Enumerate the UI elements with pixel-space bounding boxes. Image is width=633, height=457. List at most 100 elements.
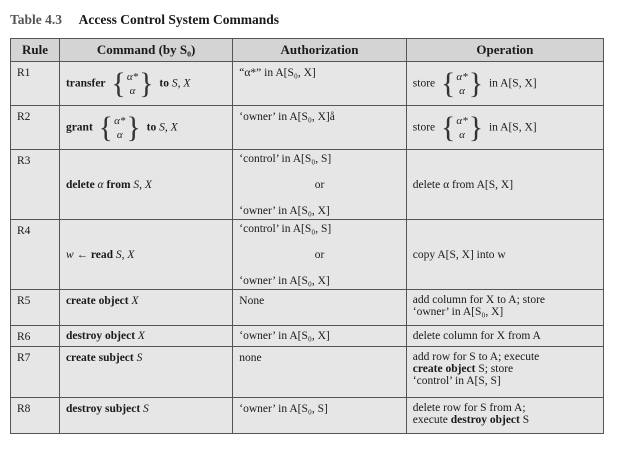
- authorization-cell: none: [232, 346, 407, 398]
- command-args: S, X: [171, 77, 191, 90]
- op-prefix: store: [412, 77, 436, 90]
- command-keyword: delete: [65, 178, 95, 191]
- rule-id: R1: [10, 61, 60, 106]
- table-row: R3 delete α from S, X ‘control’ in A[S₀,…: [10, 149, 605, 220]
- command-args: X: [137, 330, 145, 342]
- op-line: add row for S to A; execute: [412, 351, 540, 363]
- command-args: S: [143, 403, 149, 415]
- authorization-cell: ‘owner’ in A[S₀, X]å: [232, 105, 407, 150]
- brace-bottom: α: [116, 128, 123, 141]
- command-keyword: read: [90, 248, 114, 261]
- operation-cell: delete α from A[S, X]: [405, 149, 605, 220]
- command-args: X: [131, 295, 139, 307]
- authorization-cell: None: [232, 289, 407, 326]
- brace-top: α*: [456, 70, 468, 83]
- op-suffix: in A[S, X]: [488, 121, 537, 134]
- rule-id: R2: [10, 105, 60, 150]
- right-brace-group: { α*α }: [441, 66, 484, 100]
- brace-bottom: α: [459, 128, 465, 141]
- command-keyword: grant: [65, 121, 93, 134]
- operation-cell: add column for X to A; store ‘owner’ in …: [405, 289, 605, 326]
- header-command: Command (by S₀): [58, 38, 234, 62]
- command-keyword-from: from: [106, 178, 131, 191]
- table-title: Access Control System Commands: [78, 12, 280, 27]
- table-row: R2 grant { α*α } to S, X ‘owner’ in A[S₀…: [10, 105, 605, 150]
- table-row: R7 create subject S none add row for S t…: [10, 346, 605, 398]
- auth-or: or: [314, 178, 325, 191]
- op-keyword: create object: [412, 363, 476, 375]
- rule-id: R3: [10, 149, 60, 220]
- command-keyword: destroy subject: [65, 403, 141, 415]
- op-keyword: destroy object: [450, 414, 520, 426]
- op-line: add column for X to A; store: [412, 294, 546, 306]
- header-rule: Rule: [10, 38, 60, 62]
- op-line-rest: S: [522, 414, 530, 426]
- rule-id: R7: [10, 346, 60, 398]
- command-cell: create object X: [58, 289, 234, 326]
- table-row: R5 create object X None add column for X…: [10, 289, 605, 326]
- brace-top: α*: [114, 114, 126, 127]
- command-keyword-to: to: [159, 77, 169, 90]
- rule-id: R6: [10, 325, 60, 347]
- operation-cell: store { α*α } in A[S, X]: [405, 61, 605, 106]
- auth-option-control: ‘control’ in A[S₀, S]: [239, 222, 332, 235]
- command-keyword: transfer: [65, 77, 106, 90]
- command-cell: destroy object X: [58, 325, 234, 347]
- op-line-pre: execute: [412, 414, 448, 426]
- table-row: R1 transfer { α*α } to S, X “α*” in A[S₀…: [10, 61, 605, 106]
- op-suffix: in A[S, X]: [488, 77, 537, 90]
- command-cell: w ← read S, X: [58, 219, 234, 290]
- op-prefix: store: [412, 121, 436, 134]
- op-line: ‘owner’ in A[S₀, X]: [412, 306, 504, 318]
- header-row: Rule Command (by S₀) Authorization Opera…: [10, 38, 605, 62]
- op-line: delete row for S from A;: [412, 402, 526, 414]
- brace-bottom: α: [129, 84, 136, 97]
- operation-cell: add row for S to A; execute create objec…: [405, 346, 605, 398]
- header-operation: Operation: [405, 38, 605, 62]
- op-line: execute destroy object S: [413, 414, 597, 426]
- command-cell: grant { α*α } to S, X: [58, 105, 234, 150]
- header-authorization: Authorization: [232, 38, 407, 62]
- command-right: α: [97, 178, 104, 191]
- command-cell: transfer { α*α } to S, X: [58, 61, 234, 106]
- auth-option-owner: ‘owner’ in A[S₀, X]: [239, 274, 330, 287]
- table-caption: Table 4.3 Access Control System Commands: [10, 12, 279, 28]
- right-brace-group: { α*α }: [98, 110, 141, 144]
- command-args: S, X: [115, 248, 135, 261]
- authorization-cell: ‘control’ in A[S₀, S] or ‘owner’ in A[S₀…: [232, 219, 407, 290]
- table-row: R8 destroy subject S ‘owner’ in A[S₀, S]…: [10, 397, 605, 434]
- op-line: create object S; store: [413, 363, 597, 375]
- op-line: ‘control’ in A[S, S]: [412, 375, 501, 387]
- authorization-cell: “α*” in A[S₀, X]: [232, 61, 407, 106]
- auth-or: or: [314, 248, 325, 261]
- table-number: Table 4.3: [10, 12, 63, 27]
- rule-id: R8: [10, 397, 60, 434]
- table-row: R6 destroy object X ‘owner’ in A[S₀, X] …: [10, 325, 605, 347]
- operation-cell: copy A[S, X] into w: [405, 219, 605, 290]
- command-cell: delete α from S, X: [58, 149, 234, 220]
- rule-id: R5: [10, 289, 60, 326]
- command-keyword-to: to: [146, 121, 157, 134]
- command-keyword: destroy object: [65, 330, 136, 342]
- brace-bottom: α: [459, 84, 465, 97]
- brace-top: α*: [456, 114, 468, 127]
- op-line-rest: S; store: [478, 363, 514, 375]
- access-control-table: Rule Command (by S₀) Authorization Opera…: [10, 38, 605, 434]
- command-cell: destroy subject S: [58, 397, 234, 434]
- right-brace-group: { α*α }: [111, 66, 154, 100]
- command-target: w ←: [65, 248, 88, 261]
- rule-id: R4: [10, 219, 60, 290]
- brace-top: α*: [126, 70, 139, 83]
- command-cell: create subject S: [58, 346, 234, 398]
- auth-option-control: ‘control’ in A[S₀, S]: [239, 152, 332, 165]
- right-brace-group: { α*α }: [441, 110, 484, 144]
- command-args: S, X: [133, 178, 152, 191]
- operation-cell: delete row for S from A; execute destroy…: [405, 397, 605, 434]
- authorization-cell: ‘owner’ in A[S₀, S]: [232, 397, 407, 434]
- command-keyword: create subject: [65, 352, 134, 364]
- authorization-cell: ‘control’ in A[S₀, S] or ‘owner’ in A[S₀…: [232, 149, 407, 220]
- table-row: R4 w ← read S, X ‘control’ in A[S₀, S] o…: [10, 219, 605, 290]
- command-args: S, X: [159, 121, 178, 134]
- command-args: S: [136, 352, 143, 364]
- auth-option-owner: ‘owner’ in A[S₀, X]: [239, 204, 330, 217]
